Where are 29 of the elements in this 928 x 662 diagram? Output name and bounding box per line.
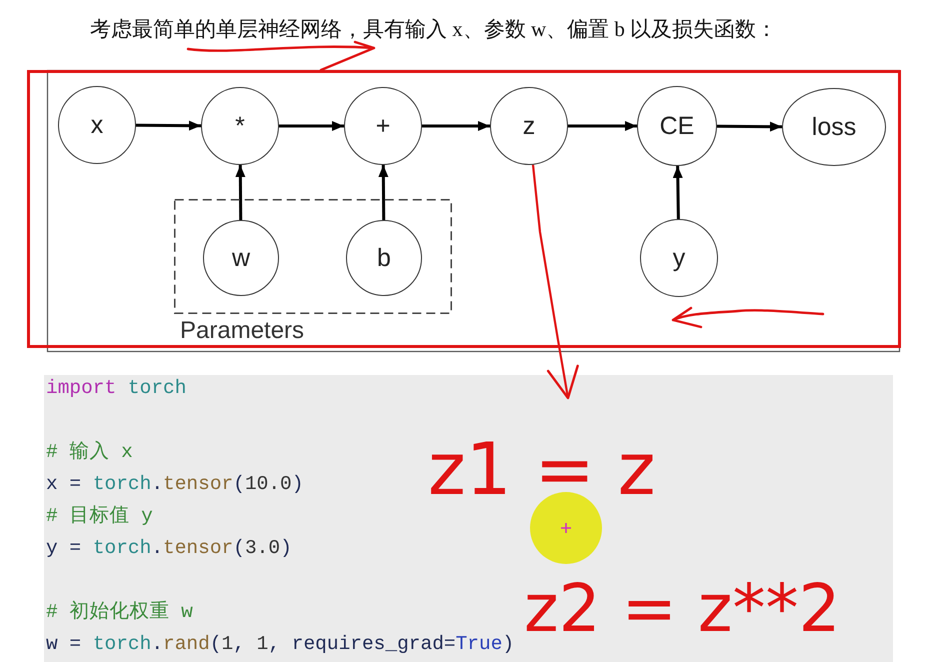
circle-node: * xyxy=(201,87,279,165)
arrow xyxy=(235,164,246,220)
code-line: x = torch.tensor(10.0) xyxy=(46,472,304,497)
circle-node: b xyxy=(346,220,422,296)
arrow xyxy=(532,164,579,400)
handwritten-note: z1 = z xyxy=(428,433,656,505)
arrow xyxy=(422,121,490,131)
circle-node: y xyxy=(640,219,718,297)
code-line: # 初始化权重 w xyxy=(46,600,193,625)
circle-node: x xyxy=(58,86,136,164)
ellipse-node: loss xyxy=(782,88,886,166)
code-line: y = torch.tensor(3.0) xyxy=(46,536,292,561)
circle-node: w xyxy=(203,220,279,296)
group-label: Parameters xyxy=(180,317,304,345)
arrow xyxy=(279,121,344,131)
arrow xyxy=(716,122,782,132)
circle-node: + xyxy=(344,87,422,165)
arrow xyxy=(568,121,637,131)
arrow xyxy=(672,166,683,220)
circle-node: CE xyxy=(637,86,717,166)
code-line: # 输入 x xyxy=(46,440,133,465)
handwritten-note: z2 = z**2 xyxy=(524,576,841,642)
arrow xyxy=(136,120,202,131)
code-line: # 目标值 y xyxy=(46,504,153,529)
arrow xyxy=(378,164,388,220)
code-line: import torch xyxy=(46,376,186,401)
code-line: w = torch.rand(1, 1, requires_grad=True) xyxy=(46,632,514,657)
circle-node: z xyxy=(490,87,568,165)
heading: 考虑最简单的单层神经网络，具有输入 x、参数 w、偏置 b 以及损失函数： xyxy=(90,16,778,42)
